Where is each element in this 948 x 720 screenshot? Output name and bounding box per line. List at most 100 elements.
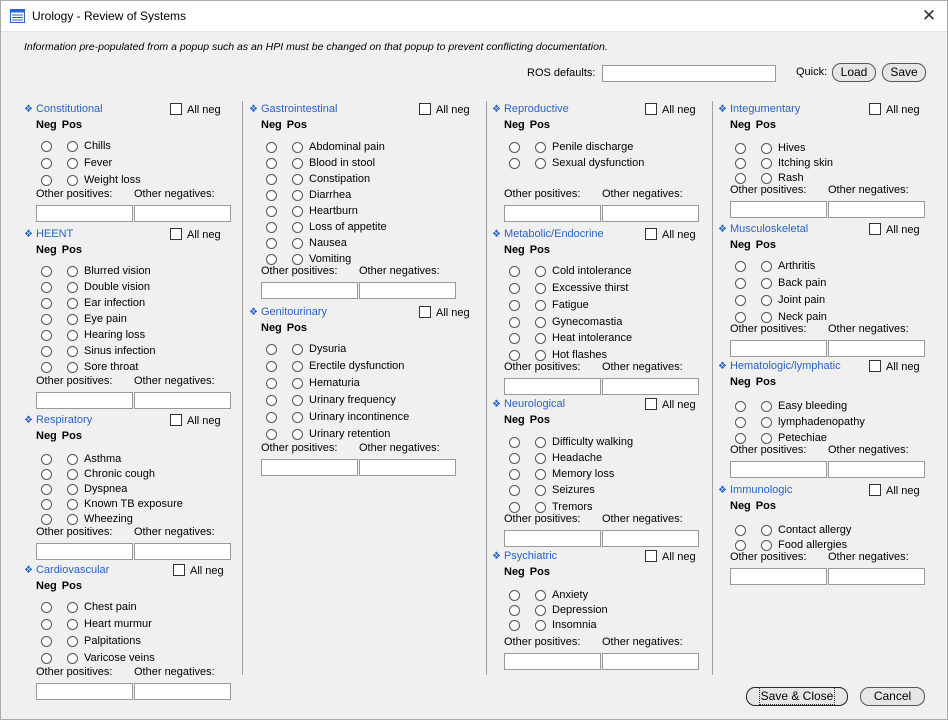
neg-radio[interactable] bbox=[509, 502, 520, 513]
neg-radio[interactable] bbox=[41, 484, 52, 495]
pos-radio[interactable] bbox=[292, 361, 303, 372]
pos-radio[interactable] bbox=[761, 173, 772, 184]
section-title[interactable]: ❖Musculoskeletal bbox=[718, 223, 808, 235]
pos-radio[interactable] bbox=[292, 174, 303, 185]
neg-radio[interactable] bbox=[266, 344, 277, 355]
neg-radio[interactable] bbox=[735, 540, 746, 551]
neg-radio[interactable] bbox=[509, 283, 520, 294]
other-negatives-input[interactable] bbox=[134, 205, 231, 222]
neg-radio[interactable] bbox=[509, 300, 520, 311]
other-positives-input[interactable] bbox=[730, 568, 827, 585]
neg-radio[interactable] bbox=[41, 346, 52, 357]
other-positives-input[interactable] bbox=[36, 683, 133, 700]
neg-radio[interactable] bbox=[41, 499, 52, 510]
other-negatives-input[interactable] bbox=[828, 201, 925, 218]
neg-radio[interactable] bbox=[41, 158, 52, 169]
pos-radio[interactable] bbox=[67, 619, 78, 630]
other-positives-input[interactable] bbox=[261, 282, 358, 299]
other-positives-input[interactable] bbox=[504, 653, 601, 670]
pos-radio[interactable] bbox=[535, 469, 546, 480]
pos-radio[interactable] bbox=[761, 261, 772, 272]
pos-radio[interactable] bbox=[292, 344, 303, 355]
pos-radio[interactable] bbox=[761, 401, 772, 412]
pos-radio[interactable] bbox=[67, 636, 78, 647]
neg-radio[interactable] bbox=[41, 653, 52, 664]
checkbox-box[interactable] bbox=[173, 564, 185, 576]
section-title[interactable]: ❖Metabolic/Endocrine bbox=[492, 228, 604, 240]
pos-radio[interactable] bbox=[535, 317, 546, 328]
section-title[interactable]: ❖Genitourinary bbox=[249, 306, 327, 318]
pos-radio[interactable] bbox=[535, 300, 546, 311]
pos-radio[interactable] bbox=[292, 158, 303, 169]
all-neg-checkbox[interactable]: All neg bbox=[869, 103, 920, 116]
checkbox-box[interactable] bbox=[170, 103, 182, 115]
checkbox-box[interactable] bbox=[645, 550, 657, 562]
neg-radio[interactable] bbox=[509, 142, 520, 153]
pos-radio[interactable] bbox=[535, 453, 546, 464]
other-positives-input[interactable] bbox=[504, 530, 601, 547]
neg-radio[interactable] bbox=[735, 173, 746, 184]
other-positives-input[interactable] bbox=[504, 205, 601, 222]
neg-radio[interactable] bbox=[509, 350, 520, 361]
neg-radio[interactable] bbox=[266, 412, 277, 423]
pos-radio[interactable] bbox=[761, 540, 772, 551]
checkbox-box[interactable] bbox=[419, 306, 431, 318]
checkbox-box[interactable] bbox=[645, 398, 657, 410]
neg-radio[interactable] bbox=[266, 142, 277, 153]
pos-radio[interactable] bbox=[67, 362, 78, 373]
neg-radio[interactable] bbox=[41, 619, 52, 630]
pos-radio[interactable] bbox=[292, 142, 303, 153]
pos-radio[interactable] bbox=[67, 266, 78, 277]
neg-radio[interactable] bbox=[41, 282, 52, 293]
other-negatives-input[interactable] bbox=[602, 530, 699, 547]
pos-radio[interactable] bbox=[761, 295, 772, 306]
pos-radio[interactable] bbox=[761, 417, 772, 428]
section-title[interactable]: ❖Neurological bbox=[492, 398, 565, 410]
other-negatives-input[interactable] bbox=[602, 205, 699, 222]
neg-radio[interactable] bbox=[41, 514, 52, 525]
neg-radio[interactable] bbox=[41, 602, 52, 613]
pos-radio[interactable] bbox=[292, 190, 303, 201]
section-title[interactable]: ❖Cardiovascular bbox=[24, 564, 109, 576]
all-neg-checkbox[interactable]: All neg bbox=[645, 398, 696, 411]
neg-radio[interactable] bbox=[735, 401, 746, 412]
section-title[interactable]: ❖HEENT bbox=[24, 228, 73, 240]
pos-radio[interactable] bbox=[67, 298, 78, 309]
pos-radio[interactable] bbox=[292, 238, 303, 249]
neg-radio[interactable] bbox=[41, 175, 52, 186]
pos-radio[interactable] bbox=[67, 314, 78, 325]
other-negatives-input[interactable] bbox=[134, 683, 231, 700]
neg-radio[interactable] bbox=[735, 525, 746, 536]
neg-radio[interactable] bbox=[266, 361, 277, 372]
all-neg-checkbox[interactable]: All neg bbox=[645, 103, 696, 116]
other-negatives-input[interactable] bbox=[134, 543, 231, 560]
pos-radio[interactable] bbox=[67, 469, 78, 480]
pos-radio[interactable] bbox=[761, 433, 772, 444]
all-neg-checkbox[interactable]: All neg bbox=[645, 228, 696, 241]
pos-radio[interactable] bbox=[67, 282, 78, 293]
neg-radio[interactable] bbox=[735, 158, 746, 169]
section-title[interactable]: ❖Respiratory bbox=[24, 414, 92, 426]
pos-radio[interactable] bbox=[535, 142, 546, 153]
pos-radio[interactable] bbox=[535, 620, 546, 631]
neg-radio[interactable] bbox=[41, 266, 52, 277]
pos-radio[interactable] bbox=[292, 395, 303, 406]
neg-radio[interactable] bbox=[735, 143, 746, 154]
checkbox-box[interactable] bbox=[170, 228, 182, 240]
pos-radio[interactable] bbox=[67, 454, 78, 465]
pos-radio[interactable] bbox=[292, 254, 303, 265]
neg-radio[interactable] bbox=[41, 298, 52, 309]
pos-radio[interactable] bbox=[535, 590, 546, 601]
all-neg-checkbox[interactable]: All neg bbox=[869, 360, 920, 373]
pos-radio[interactable] bbox=[761, 312, 772, 323]
pos-radio[interactable] bbox=[67, 602, 78, 613]
close-icon[interactable]: ✕ bbox=[921, 6, 937, 25]
other-positives-input[interactable] bbox=[730, 201, 827, 218]
pos-radio[interactable] bbox=[67, 141, 78, 152]
all-neg-checkbox[interactable]: All neg bbox=[419, 103, 470, 116]
neg-radio[interactable] bbox=[735, 261, 746, 272]
neg-radio[interactable] bbox=[509, 590, 520, 601]
checkbox-box[interactable] bbox=[170, 414, 182, 426]
other-positives-input[interactable] bbox=[730, 340, 827, 357]
neg-radio[interactable] bbox=[509, 605, 520, 616]
